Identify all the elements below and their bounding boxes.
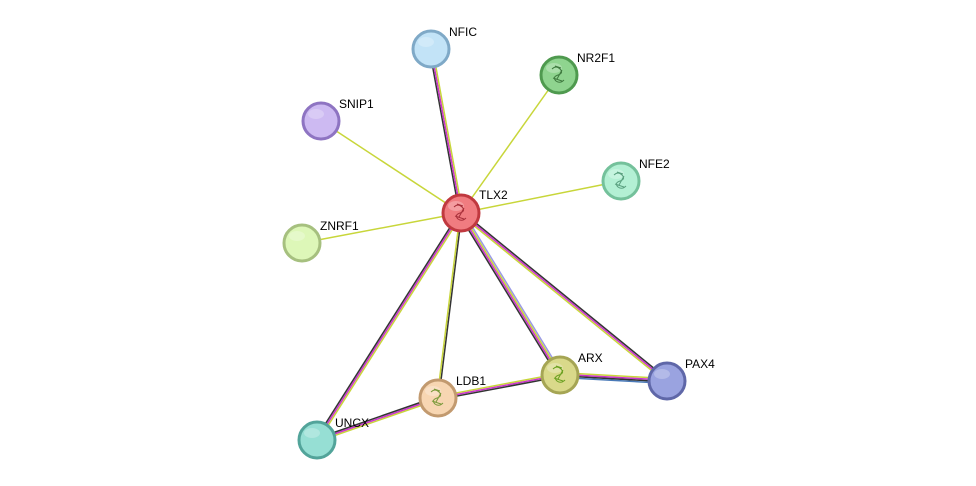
node-highlight (308, 109, 324, 119)
node-snip1[interactable]: SNIP1 (301, 97, 374, 141)
node-nfic[interactable]: NFIC (411, 25, 477, 69)
protein-structure-icon (613, 171, 627, 189)
edge-strand (320, 120, 462, 214)
edge-strand (316, 395, 438, 440)
protein-structure-icon (430, 388, 444, 406)
node-znrf1[interactable]: ZNRF1 (282, 219, 359, 263)
edge-strand (317, 398, 439, 443)
edge-strand (438, 213, 463, 399)
node-highlight (418, 37, 434, 47)
edge-tlx2-ldb1[interactable] (436, 212, 463, 399)
node-highlight (289, 231, 305, 241)
edge-strand (461, 211, 669, 381)
edge-tlx2-nfe2[interactable] (460, 180, 622, 214)
edge-strand (430, 48, 462, 214)
node-highlight (304, 428, 320, 438)
node-label: NFIC (449, 25, 477, 39)
protein-structure-icon (552, 365, 566, 383)
edge-strand (460, 74, 560, 214)
edge-strand (316, 212, 462, 441)
edge-tlx2-pax4[interactable] (459, 211, 669, 383)
node-nr2f1[interactable]: NR2F1 (539, 51, 615, 95)
node-label: LDB1 (456, 374, 486, 388)
edge-strand (437, 372, 560, 398)
edge-strand (428, 49, 461, 214)
node-circle[interactable] (301, 101, 341, 141)
node-highlight (654, 369, 670, 379)
edge-strand (462, 211, 563, 375)
edge-tlx2-nfic[interactable] (428, 48, 464, 214)
edge-strand (459, 213, 667, 383)
edge-strand (301, 212, 462, 244)
node-label: SNIP1 (339, 97, 374, 111)
edge-strand (315, 211, 461, 440)
edge-strand (316, 397, 439, 441)
node-circle[interactable] (411, 29, 451, 69)
node-arx[interactable]: ARX (540, 351, 603, 395)
edge-ldb1-uncx[interactable] (316, 395, 439, 443)
node-ldb1[interactable]: LDB1 (418, 374, 486, 418)
protein-structure-icon (551, 65, 565, 83)
node-nfe2[interactable]: NFE2 (601, 157, 670, 201)
edge-strand (436, 212, 461, 398)
edge-strand (437, 374, 561, 399)
edge-strand (458, 213, 559, 377)
edge-strand (431, 48, 464, 213)
edge-tlx2-snip1[interactable] (320, 120, 462, 214)
node-pax4[interactable]: PAX4 (647, 357, 715, 401)
edge-strand (317, 213, 463, 442)
node-label: NFE2 (639, 157, 670, 171)
node-label: UNCX (335, 416, 369, 430)
protein-structure-icon (453, 203, 467, 221)
edge-tlx2-znrf1[interactable] (301, 212, 462, 244)
node-label: PAX4 (685, 357, 715, 371)
edges-layer (301, 48, 669, 443)
edge-strand (459, 213, 560, 376)
edge-ldb1-arx[interactable] (437, 372, 561, 401)
node-uncx[interactable]: UNCX (297, 416, 369, 460)
edge-strand (460, 212, 668, 382)
node-circle[interactable] (297, 420, 337, 460)
node-circle[interactable] (282, 223, 322, 263)
edge-tlx2-uncx[interactable] (315, 211, 463, 442)
node-label: ARX (578, 351, 603, 365)
node-circle[interactable] (647, 361, 687, 401)
node-label: ZNRF1 (320, 219, 359, 233)
edge-strand (438, 375, 561, 401)
node-label: NR2F1 (577, 51, 615, 65)
edge-tlx2-nr2f1[interactable] (460, 74, 560, 214)
node-tlx2[interactable]: TLX2 (441, 188, 508, 233)
edge-strand (461, 212, 562, 375)
node-label: TLX2 (479, 188, 508, 202)
edge-strand (460, 180, 622, 214)
edge-tlx2-arx[interactable] (458, 211, 563, 377)
